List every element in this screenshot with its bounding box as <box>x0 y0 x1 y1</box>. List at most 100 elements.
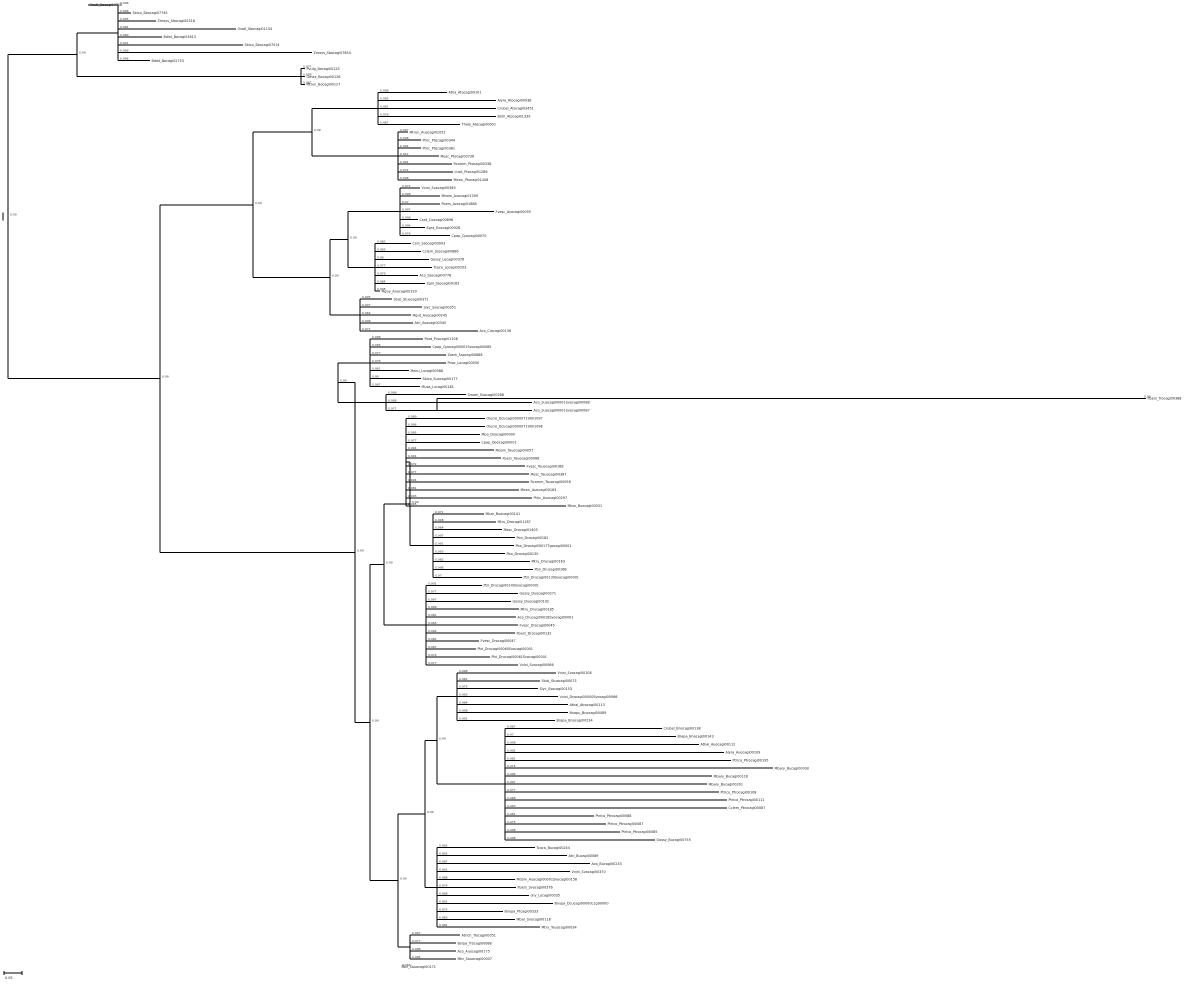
tip-label: Mtru_Drucagi00163 <box>532 560 565 564</box>
tip-label: Rcomm_Ptocagi00338 <box>454 162 492 166</box>
support-value: 0.976 <box>372 359 381 363</box>
support-value: 0.99 <box>427 810 434 814</box>
support-value: 0.998 <box>507 836 516 840</box>
support-value: 0.977 <box>303 65 312 69</box>
support-value: 0.971 <box>388 406 397 410</box>
support-value: 0.992 <box>439 852 448 856</box>
support-value: 0.995 <box>377 247 386 251</box>
support-value: 0.998 <box>400 136 409 140</box>
support-value: 0.974 <box>507 764 516 768</box>
tip-label: Mbar_Buocagi00141 <box>486 512 521 516</box>
tip-label: Aco_Bucagi00233 <box>592 862 622 866</box>
tip-label: Csin_Ssocagi00003 <box>413 242 446 246</box>
tip-label: Pvulg_Bocagi00125 <box>307 67 340 71</box>
support-value: 0.998 <box>380 88 389 92</box>
tip-label: Thalo_Atocagi00001 <box>461 122 497 126</box>
support-value: 0.99 <box>79 51 86 55</box>
tip-label: Macu_Lucagi00988 <box>411 369 444 373</box>
support-value: 0.998 <box>507 740 516 744</box>
support-value: 0.971 <box>435 510 444 514</box>
tip-label: Mexic_Auocagi00163 <box>521 488 557 492</box>
tree-tip-labels: Osati_Bocagi077080.998Sbico_Sbocagi07745… <box>10 1 1181 969</box>
support-value: 0.97 <box>402 200 409 204</box>
scale-bar-label: 0.05 <box>5 976 13 980</box>
support-value: 0.99 <box>357 549 364 553</box>
support-value: 0.998 <box>507 828 516 832</box>
support-value: 0.975 <box>459 685 468 689</box>
tip-label: Athal_Auocagi00112 <box>701 743 736 747</box>
support-value: 0.977 <box>507 788 516 792</box>
support-value: 0.997 <box>362 303 371 307</box>
support-value: 0.998 <box>402 192 411 196</box>
support-value: 0.993 <box>459 693 468 697</box>
tip-label: Cpap_Doocagi00001 <box>482 440 517 444</box>
tip-label: Fvesc_Tauocagi00168 <box>527 464 564 468</box>
tip-label: Brapa_Bnocagi00234 <box>557 719 593 723</box>
support-value: 0.977 <box>428 661 437 665</box>
tip-label: Ptri_Drucagi00060Svocagi00001 <box>478 647 533 651</box>
tip-label: Zmays_Sbocagi07854 <box>314 51 351 55</box>
support-value: 0.99 <box>332 273 339 277</box>
support-value: 0.977 <box>408 470 417 474</box>
support-value: 0.998 <box>303 73 312 77</box>
tip-label: Fvesc_Drocagi00045 <box>520 623 555 627</box>
support-value: 0.98 <box>1144 395 1151 399</box>
support-value: 0.977 <box>428 589 437 593</box>
tip-label: Cclem_Ssocagi00886 <box>423 250 459 254</box>
support-value: 0.972 <box>400 168 409 172</box>
support-value: 0.982 <box>435 558 444 562</box>
tip-label: Ppers_Trocagi00388 <box>1148 397 1182 401</box>
support-value: 0.994 <box>408 446 417 450</box>
support-value: 0.99 <box>372 719 379 723</box>
support-value: 0.979 <box>377 271 386 275</box>
support-value: 0.981 <box>120 25 129 29</box>
tip-label: Rcomm_Tauocagi00058 <box>531 480 571 484</box>
tip-label: Gossy_Duocagi00192 <box>513 599 550 603</box>
support-value: 0.995 <box>408 502 417 506</box>
tip-label: Pbn_Drucagi00168 <box>535 568 567 572</box>
support-value: 0.998 <box>372 335 381 339</box>
tip-label: Mbar_Buocagi00031 <box>568 504 603 508</box>
tip-label: Gossy_Locagi00376 <box>431 258 465 262</box>
support-value: 0.998 <box>388 391 397 395</box>
support-value: 0.967 <box>380 120 389 124</box>
support-value: 0.994 <box>428 629 437 633</box>
support-value: 0.99 <box>439 736 446 740</box>
support-value: 0.981 <box>507 812 516 816</box>
support-value: 0.975 <box>507 820 516 824</box>
support-value: 0.995 <box>380 96 389 100</box>
tip-label: Mtru_Tauocagi00034 <box>542 925 577 929</box>
tip-label: Mexic_Ptocagi01448 <box>454 178 489 182</box>
support-value: 0.99 <box>377 255 384 259</box>
support-value: 0.991 <box>408 454 417 458</box>
support-value: 0.997 <box>428 645 437 649</box>
support-value: 0.981 <box>408 486 417 490</box>
tip-label: Slyc_Ssocagi00351 <box>424 305 456 309</box>
tip-label: Slyc_Ssocagi00153 <box>540 687 572 691</box>
support-value: 0.998 <box>459 709 468 713</box>
support-value: 0.996 <box>435 565 444 569</box>
tip-label: Csat_Cuocagi00896 <box>420 218 454 222</box>
tip-label: Fvesc_Drocagi00047 <box>481 639 516 643</box>
support-value: 0.99 <box>386 561 393 565</box>
tip-label: Olucio_Dcucagi00000719001097 <box>487 417 543 421</box>
support-value: 0.987 <box>439 860 448 864</box>
tip-label: Ptric_Auocagi00297 <box>534 496 568 500</box>
tip-label: Cpap_Cpocagi00001Svocagi00085 <box>433 345 492 349</box>
support-value: 0.977 <box>372 351 381 355</box>
tip-label: Mtru_Drucagi00185 <box>521 607 554 611</box>
tip-label: Sbico_Sbocagi07745 <box>133 11 168 15</box>
support-value: 0.994 <box>412 955 421 959</box>
support-value: 0.994 <box>408 478 417 482</box>
support-value: 0.987 <box>507 724 516 728</box>
support-value: 0.99 <box>400 877 407 881</box>
tip-label: Aco_Crocagi00136 <box>480 329 511 333</box>
tip-label: Mtrun_Auocagi01052 <box>410 130 446 134</box>
support-value: 0.966 <box>402 963 411 967</box>
support-value: 0.976 <box>402 232 411 236</box>
support-value: 0.977 <box>377 263 386 267</box>
support-value: 0.994 <box>402 224 411 228</box>
tip-label: Pbn_Drocagi00130 <box>507 552 539 556</box>
tip-label: Spol_Ssocagi00183 <box>427 281 460 285</box>
support-value: 0.997 <box>507 780 516 784</box>
